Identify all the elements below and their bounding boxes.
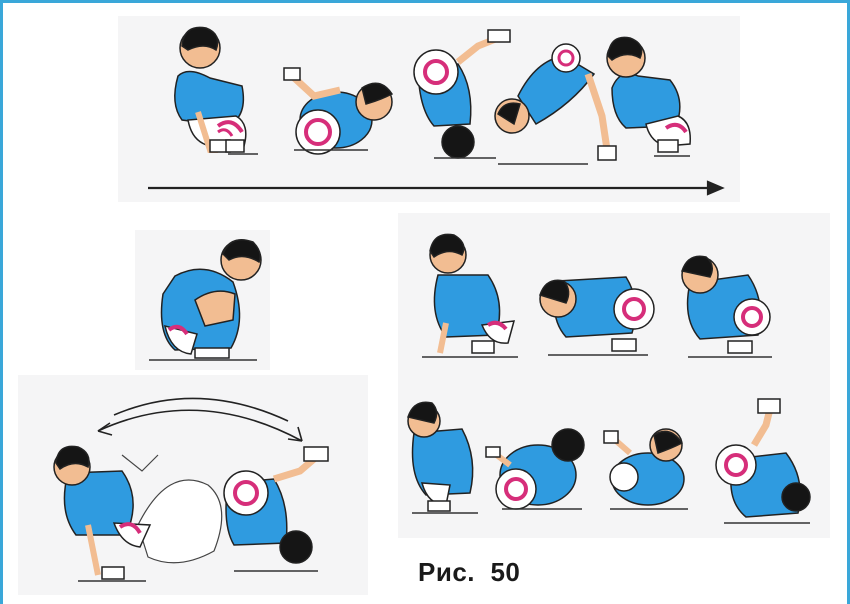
boy-row2-back-figure [604, 429, 684, 505]
boy-squat-figure [175, 27, 246, 152]
boy-tuck-roll-figure [284, 68, 392, 154]
forward-roll-sequence-panel [118, 16, 740, 202]
forward-roll-sequence-illustration [118, 16, 740, 202]
tuck-exercises-illustration [398, 213, 830, 538]
rocking-roll-panel [18, 375, 368, 595]
boy-row2-rolling-figure [486, 429, 584, 509]
boy-inverted-figure [414, 30, 510, 158]
boy-inverted-right-figure [224, 447, 328, 563]
boy-row2-inverted-figure [716, 399, 810, 517]
figure-caption: Рис. 50 [418, 557, 520, 588]
direction-arrow [148, 182, 722, 194]
boy-row1-tucked-figure [682, 256, 770, 353]
boy-row2-seated-figure [408, 402, 473, 511]
double-curved-arrow [98, 398, 302, 441]
boy-row1-squat-figure [430, 234, 514, 353]
boy-squat-end-figure [607, 37, 690, 152]
boy-arch-figure [495, 44, 616, 160]
boy-row1-forward-figure [540, 277, 654, 351]
tucked-squat-panel [135, 230, 270, 370]
tuck-exercises-panel [398, 213, 830, 538]
rocking-roll-illustration [18, 375, 368, 595]
tucked-squat-illustration [135, 230, 270, 370]
